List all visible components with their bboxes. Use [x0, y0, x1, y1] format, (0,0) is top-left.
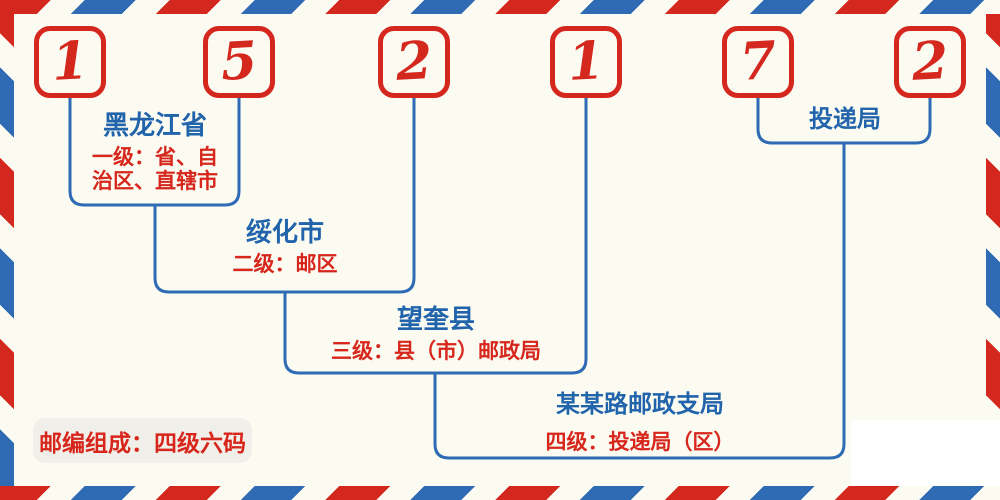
postal-digit: 1 — [50, 30, 90, 93]
bracket-level-4-delivery-branch — [433, 143, 846, 460]
level-1-desc-line-2: 治区、直辖市 — [92, 168, 218, 193]
white-patch — [851, 420, 1000, 486]
level-3-desc: 三级：县（市）邮政局 — [331, 338, 541, 363]
level-1-province-label: 黑龙江省 一级：省、自 治区、直辖市 — [92, 111, 218, 193]
postal-digit: 5 — [219, 30, 259, 93]
level-3-county-label: 望奎县 三级：县（市）邮政局 — [331, 305, 541, 363]
airmail-stripe-border-left — [0, 14, 14, 486]
delivery-office-name: 投递局 — [809, 105, 881, 133]
postal-digit-box-1: 1 — [34, 26, 106, 98]
level-1-name: 黑龙江省 — [102, 111, 207, 141]
postal-digit: 2 — [910, 30, 950, 93]
postal-digit-box-4: 1 — [550, 26, 622, 98]
postal-digit-box-2: 5 — [203, 26, 275, 98]
level-2-desc: 二级：邮区 — [232, 251, 338, 276]
airmail-stripe-border-right — [986, 14, 1000, 486]
bracket-delivery-office — [756, 98, 932, 145]
airmail-stripe-border-bottom — [0, 486, 1000, 500]
postal-digit-box-5: 7 — [722, 26, 794, 98]
composition-note-text: 邮编组成：四级六码 — [39, 430, 246, 457]
level-4-delivery-branch-label: 某某路邮政支局 四级：投递局（区） — [545, 390, 735, 454]
level-1-desc-line-1: 一级：省、自 — [92, 144, 218, 169]
postal-digit: 7 — [738, 30, 778, 93]
level-4-desc: 四级：投递局（区） — [545, 429, 735, 454]
airmail-stripe-border-top — [0, 0, 1000, 14]
delivery-office-label: 投递局 — [809, 105, 881, 134]
composition-note: 邮编组成：四级六码 — [33, 418, 252, 463]
level-2-postal-zone-label: 绥化市 二级：邮区 — [232, 218, 338, 276]
postal-digit: 2 — [394, 30, 434, 93]
postal-digit-box-6: 2 — [894, 26, 966, 98]
postal-digit-box-3: 2 — [378, 26, 450, 98]
level-4-name: 某某路邮政支局 — [556, 390, 724, 418]
level-2-name: 绥化市 — [245, 218, 324, 248]
postal-digit: 1 — [566, 30, 606, 93]
level-3-name: 望奎县 — [396, 305, 475, 335]
